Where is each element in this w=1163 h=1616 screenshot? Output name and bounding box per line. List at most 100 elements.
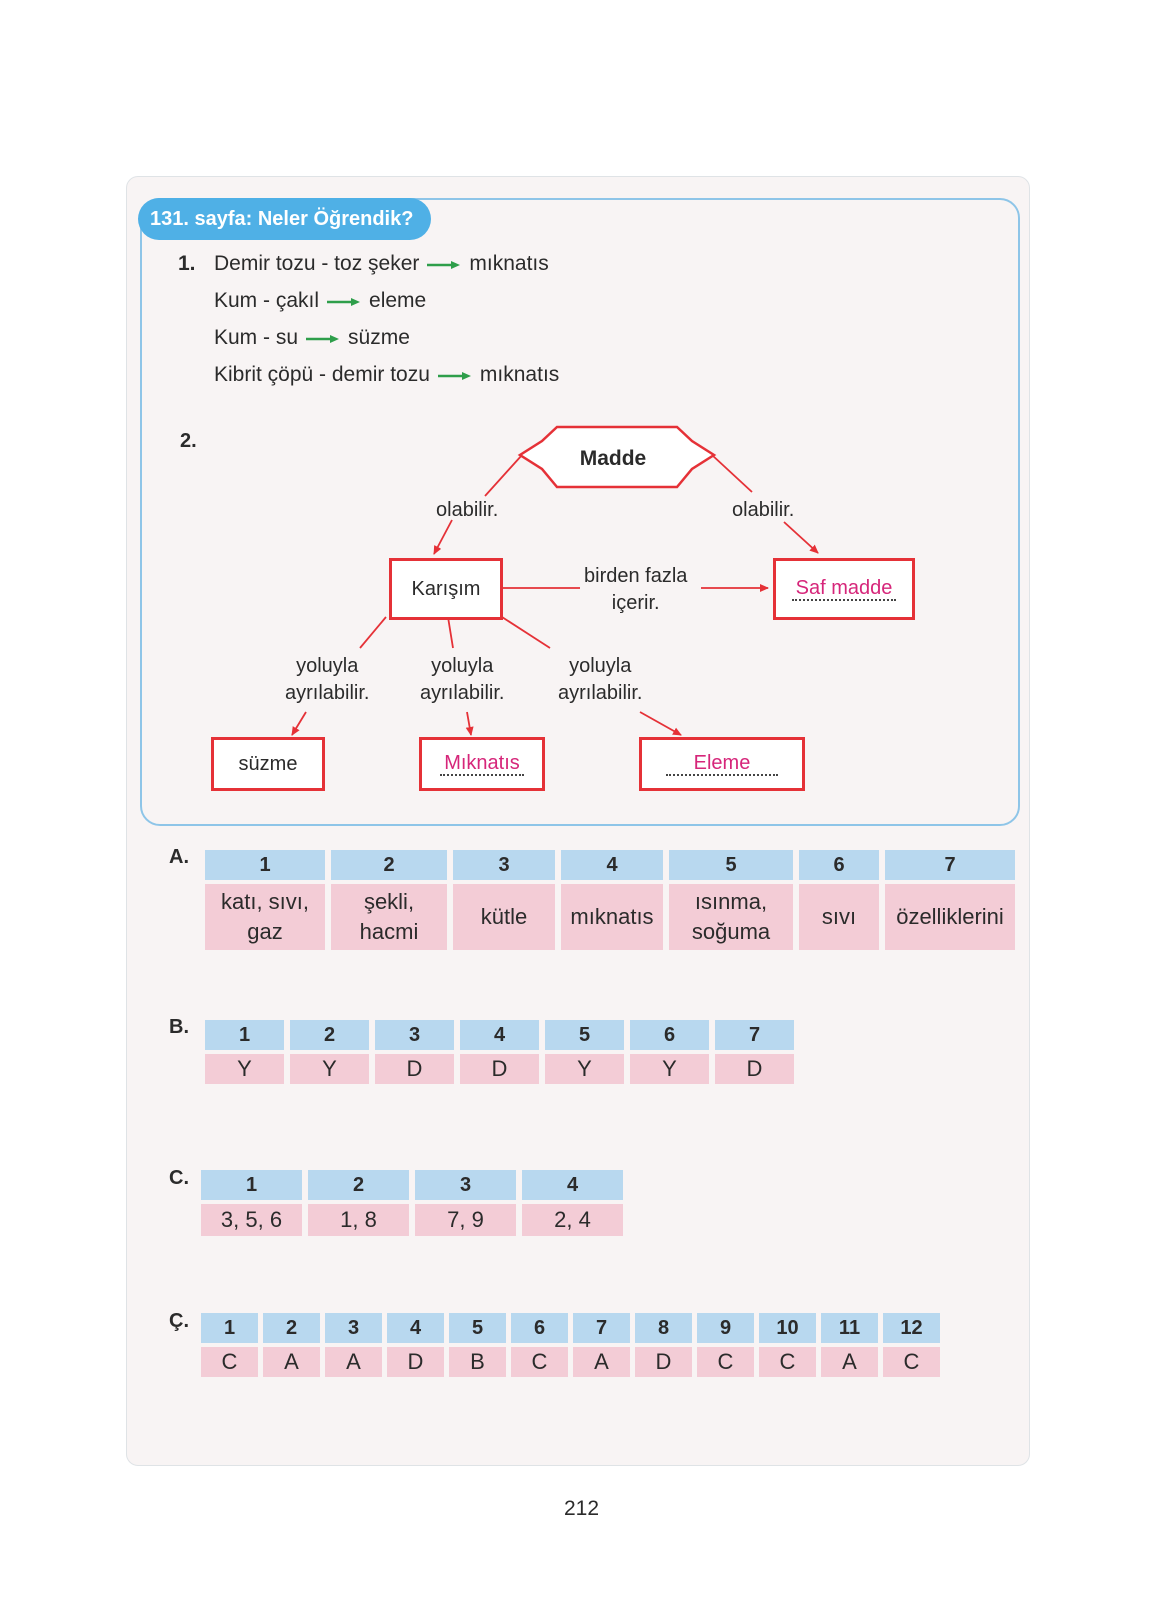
answer-line: şekli, (363, 889, 415, 914)
label-birden-fazla: birden fazla (584, 565, 688, 587)
table-header-cell: 7 (573, 1313, 630, 1343)
pair-left: Demir tozu - toz şeker (214, 252, 420, 275)
section-a-letter: A. (169, 846, 189, 868)
answer-line: mıknatıs (570, 904, 654, 929)
answer-line: sıvı (821, 904, 857, 929)
table-answer-cell: B (449, 1347, 506, 1377)
label-olabilir-left: olabilir. (436, 499, 499, 521)
answer-line: gaz (247, 919, 283, 944)
table-header-cell: 4 (561, 850, 663, 880)
pair-right: mıknatıs (469, 252, 549, 275)
answer-saf-madde: Saf madde (791, 577, 897, 601)
table-answer-cell: A (325, 1347, 382, 1377)
table-header-cell: 2 (331, 850, 447, 880)
node-madde: Madde (579, 447, 647, 470)
section-b-letter: B. (169, 1016, 189, 1038)
table-header-cell: 5 (669, 850, 793, 880)
table-header-cell: 7 (885, 850, 1015, 880)
arrow-right-icon (306, 326, 340, 350)
node-saf-madde: Saf madde (773, 558, 915, 620)
table-header-cell: 6 (511, 1313, 568, 1343)
table-header-cell: 3 (375, 1020, 454, 1050)
table-header-cell: 7 (715, 1020, 794, 1050)
label-yoluyla: yoluyla (431, 655, 494, 677)
table-answer-cell: Y (290, 1054, 369, 1084)
table-answer-cell: D (375, 1054, 454, 1084)
table-header-cell: 1 (205, 850, 325, 880)
table-answer-cell: D (635, 1347, 692, 1377)
section-box-neler-ogrendik (140, 198, 1020, 826)
table-header-cell: 4 (522, 1170, 623, 1200)
question-2-number: 2. (180, 430, 197, 452)
label-yoluyla-1: yoluyla ayrılabilir. (285, 653, 369, 707)
arrow-right-icon (327, 289, 361, 313)
table-answer-cell: katı, sıvı, gaz (205, 884, 325, 950)
section-title: 131. sayfa: Neler Öğrendik? (138, 198, 432, 240)
table-answer-cell: 2, 4 (522, 1204, 623, 1236)
table-header-cell: 10 (759, 1313, 816, 1343)
arrow-right-icon (437, 363, 472, 387)
table-header-cell: 8 (635, 1313, 692, 1343)
label-olabilir-right: olabilir. (732, 499, 795, 521)
table-answer-cell: Y (545, 1054, 624, 1084)
table-answer-cell: D (715, 1054, 794, 1084)
table-answer-cell: C (511, 1347, 568, 1377)
arrow-right-icon (427, 252, 461, 276)
pair-line-2: Kum - çakıl eleme (214, 289, 426, 313)
pair-left: Kum - çakıl (214, 289, 320, 312)
table-answer-cell: C (201, 1347, 258, 1377)
table-answer-cell: Y (630, 1054, 709, 1084)
answer-miknatis: Mıknatıs (440, 752, 524, 776)
pair-right: mıknatıs (479, 363, 560, 386)
table-answer-cell: özelliklerini (885, 884, 1015, 950)
answer-line: ısınma, (694, 889, 768, 914)
table-header-cell: 1 (205, 1020, 284, 1050)
table-header-cell: 12 (883, 1313, 940, 1343)
table-header-cell: 6 (799, 850, 879, 880)
table-header-cell: 11 (821, 1313, 878, 1343)
node-suzme: süzme (211, 737, 325, 791)
label-yoluyla: yoluyla (569, 655, 632, 677)
pair-line-1: Demir tozu - toz şeker mıknatıs (214, 252, 549, 276)
node-miknatis: Mıknatıs (419, 737, 545, 791)
table-answer-cell: 7, 9 (415, 1204, 516, 1236)
table-header-cell: 2 (290, 1020, 369, 1050)
node-karisim-label: Karışım (411, 577, 481, 600)
label-yoluyla-3: yoluyla ayrılabilir. (558, 653, 642, 707)
table-answer-cell: kütle (453, 884, 555, 950)
table-answer-cell: Y (205, 1054, 284, 1084)
table-answer-cell: A (573, 1347, 630, 1377)
table-answer-cell: 3, 5, 6 (201, 1204, 302, 1236)
table-answer-cell: ısınma, soğuma (669, 884, 793, 950)
table-answer-cell: 1, 8 (308, 1204, 409, 1236)
label-birden-fazla-icerir: birden fazla içerir. (584, 563, 687, 617)
answer-eleme: Eleme (665, 752, 779, 776)
table-answer-cell: A (263, 1347, 320, 1377)
answer-line: katı, sıvı, (220, 889, 310, 914)
pair-left: Kibrit çöpü - demir tozu (214, 363, 430, 386)
table-header-cell: 3 (325, 1313, 382, 1343)
label-yoluyla-2: yoluyla ayrılabilir. (420, 653, 504, 707)
page-number: 212 (563, 1497, 600, 1520)
section-c-letter: C. (169, 1167, 189, 1189)
label-ayrilabilir: ayrılabilir. (420, 682, 505, 704)
table-answer-cell: şekli, hacmi (331, 884, 447, 950)
answer-line: soğuma (691, 919, 771, 944)
label-icerir: içerir. (611, 592, 660, 614)
node-karisim: Karışım (389, 558, 503, 620)
pair-line-4: Kibrit çöpü - demir tozu mıknatıs (214, 363, 559, 387)
table-header-cell: 4 (460, 1020, 539, 1050)
node-eleme: Eleme (639, 737, 805, 791)
pair-right: süzme (348, 326, 410, 349)
node-suzme-label: süzme (238, 752, 298, 775)
table-header-cell: 1 (201, 1313, 258, 1343)
table-answer-cell: mıknatıs (561, 884, 663, 950)
table-header-cell: 4 (387, 1313, 444, 1343)
table-header-cell: 5 (449, 1313, 506, 1343)
pair-line-3: Kum - su süzme (214, 326, 410, 350)
answer-line: hacmi (359, 919, 419, 944)
section-cc-letter: Ç. (169, 1310, 189, 1332)
